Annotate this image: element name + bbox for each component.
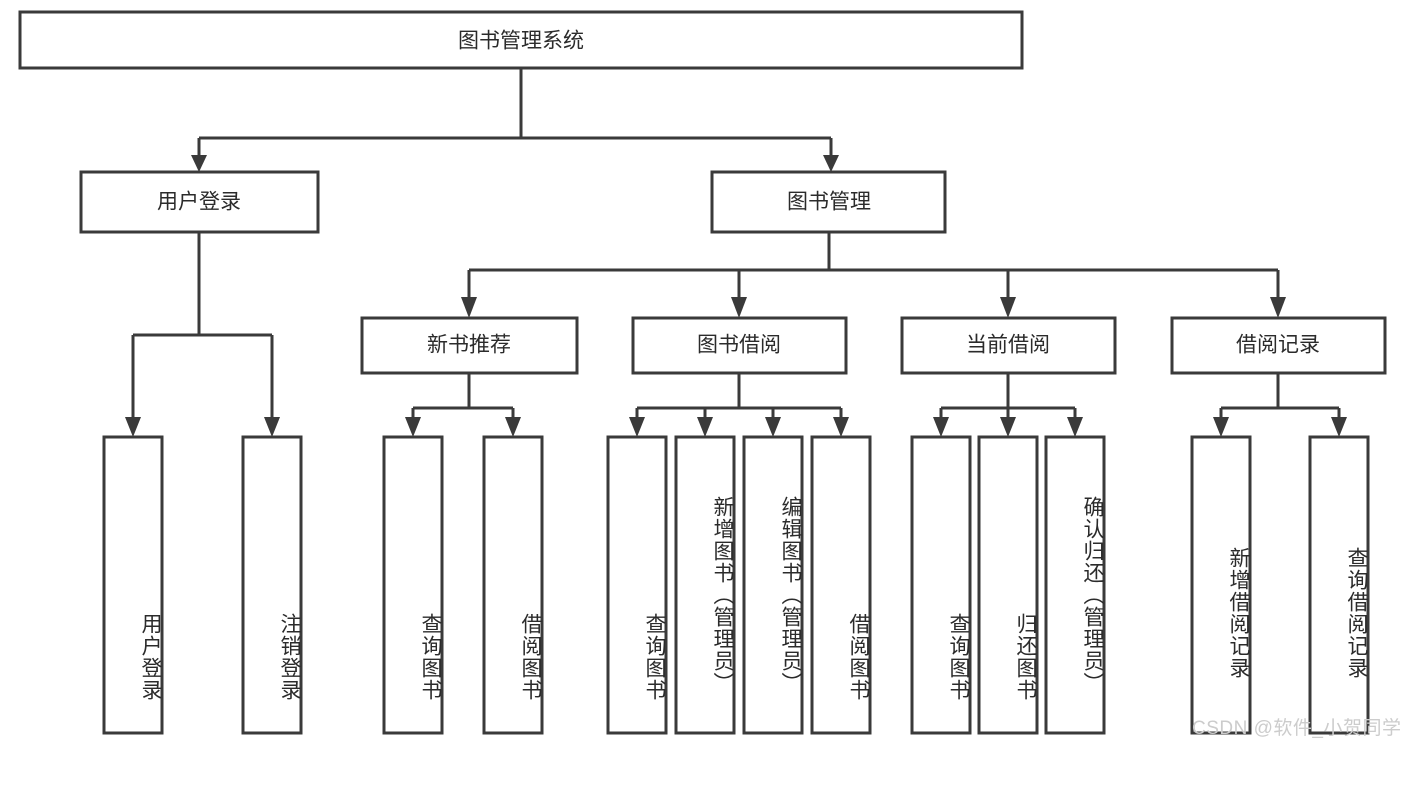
book-borrow-label: 图书借阅 — [697, 334, 781, 357]
arrow-leaf-logout — [264, 417, 280, 437]
arrow-leaf-user-login — [125, 417, 141, 437]
book-manage-label: 图书管理 — [787, 191, 871, 214]
current-borrow-box[interactable] — [900, 316, 1117, 375]
node-current-borrow[interactable]: 当前借阅 — [900, 316, 1117, 375]
tree-diagram-svg: 图书管理系统 用户登录 图书管理 — [18, 10, 1387, 735]
connector-current-borrow-to-leaves — [933, 373, 1083, 437]
node-user-login[interactable]: 用户登录 — [79, 170, 320, 234]
node-new-book-recommend[interactable]: 新书推荐 — [360, 316, 579, 375]
arrow-book-borrow — [731, 297, 747, 318]
leaf-box-logout[interactable] — [241, 435, 303, 735]
arrow-user-login — [191, 155, 207, 172]
leaf-box-user-login[interactable] — [102, 435, 164, 735]
arrow-new-book — [461, 297, 477, 318]
node-book-manage[interactable]: 图书管理 — [710, 170, 947, 234]
leaf-box-nb-query-book[interactable] — [382, 435, 444, 735]
arrow-cb-leaf-2 — [1067, 417, 1083, 437]
arrow-br-leaf-1 — [1331, 417, 1347, 437]
connector-book-manage-to-level3 — [461, 232, 1286, 318]
leaf-box-bb-query-book[interactable] — [606, 435, 668, 735]
leaf-box-cb-return-book[interactable] — [977, 435, 1039, 735]
leaf-box-cb-confirm-return[interactable] — [1044, 435, 1106, 735]
connector-borrow-record-to-leaves — [1213, 373, 1347, 437]
root-box[interactable] — [18, 10, 1024, 70]
leaf-box-bb-edit-book[interactable] — [742, 435, 804, 735]
node-borrow-record[interactable]: 借阅记录 — [1170, 316, 1387, 375]
book-borrow-box[interactable] — [631, 316, 848, 375]
arrow-cb-leaf-0 — [933, 417, 949, 437]
leaf-box-bb-add-book[interactable] — [674, 435, 736, 735]
node-book-borrow[interactable]: 图书借阅 — [631, 316, 848, 375]
arrow-bb-leaf-0 — [629, 417, 645, 437]
connector-new-book-to-leaves — [405, 373, 521, 437]
arrow-book-manage — [823, 155, 839, 172]
connector-root-to-level2 — [191, 68, 839, 172]
leaf-box-cb-query-book[interactable] — [910, 435, 972, 735]
leaf-box-br-add-record[interactable] — [1190, 435, 1252, 735]
watermark-text: CSDN @软件_小贺同学 — [1192, 718, 1402, 739]
node-root[interactable]: 图书管理系统 — [18, 10, 1024, 70]
new-book-recommend-box[interactable] — [360, 316, 579, 375]
leaf-box-bb-borrow-book[interactable] — [810, 435, 872, 735]
book-manage-box[interactable] — [710, 170, 947, 234]
root-label: 图书管理系统 — [458, 30, 584, 53]
arrow-nb-leaf-1 — [505, 417, 521, 437]
connector-book-borrow-to-leaves — [629, 373, 849, 437]
arrow-bb-leaf-2 — [765, 417, 781, 437]
leaf-box-nb-borrow-book[interactable] — [482, 435, 544, 735]
arrow-cb-leaf-1 — [1000, 417, 1016, 437]
leaf-box-br-query-record[interactable] — [1308, 435, 1370, 735]
current-borrow-label: 当前借阅 — [966, 334, 1050, 357]
arrow-borrow-record — [1270, 297, 1286, 318]
arrow-br-leaf-0 — [1213, 417, 1229, 437]
arrow-nb-leaf-0 — [405, 417, 421, 437]
arrow-bb-leaf-3 — [833, 417, 849, 437]
user-login-label: 用户登录 — [157, 191, 241, 214]
new-book-recommend-label: 新书推荐 — [427, 334, 511, 357]
arrow-current-borrow — [1000, 297, 1016, 318]
borrow-record-box[interactable] — [1170, 316, 1387, 375]
diagram-canvas: 图书管理系统 用户登录 图书管理 — [18, 10, 1402, 739]
borrow-record-label: 借阅记录 — [1236, 334, 1320, 357]
arrow-bb-leaf-1 — [697, 417, 713, 437]
connector-user-login-to-leaves — [125, 232, 280, 437]
